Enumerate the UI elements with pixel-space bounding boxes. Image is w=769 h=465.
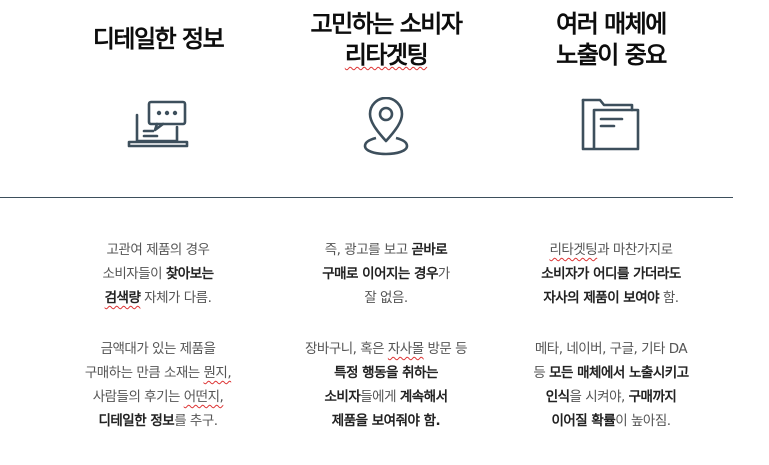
paragraph-line: 장바구니, 혹은 자사몰 방문 등: [266, 337, 506, 361]
emphasis-text: 모든 매체에서 노출시키고: [549, 365, 689, 381]
body-text: 금액대가 있는 제품을: [100, 341, 216, 357]
emphasis-text: 이어질 확률: [551, 413, 616, 429]
body-text: 사람들의 후기는: [92, 389, 184, 405]
feature-column-detail: 디테일한 정보: [38, 0, 278, 80]
paragraph-line: 특정 행동을 취하는: [266, 361, 506, 385]
paragraph-line: 메타, 네이버, 구글, 기타 DA: [491, 337, 731, 361]
body-text: 들에게: [360, 389, 400, 405]
emphasis-text: 소비자가 어디를 가더라도: [541, 266, 681, 282]
paragraph-line: 인식을 시켜야, 구매까지: [491, 385, 731, 409]
paragraph-line: 즉, 광고를 보고 곧바로: [266, 238, 506, 262]
paragraph-line: 리타겟팅과 마찬가지로: [491, 238, 731, 262]
title-line: 노출이 중요: [556, 41, 667, 69]
body-text: 를 추구.: [174, 413, 218, 429]
emphasis-text: 검색량: [104, 290, 141, 306]
body-text: 리타겟팅: [549, 242, 598, 258]
body-text: 이 높아짐.: [615, 413, 671, 429]
body-text: 함.: [659, 290, 679, 306]
body-text: 뭔지,: [203, 365, 232, 381]
paragraph-line: 소비자가 어디를 가더라도: [491, 262, 731, 286]
body-text: 을 시켜야,: [569, 389, 629, 405]
body-text: 고관여 제품의 경우: [106, 242, 210, 258]
feature-column-retargeting: 고민하는 소비자 리타겟팅: [266, 0, 506, 80]
emphasis-text: 특정 행동을 취하는: [334, 365, 438, 381]
emphasis-text: 제품을 보여줘야 함.: [331, 413, 441, 429]
column-title: 디테일한 정보: [38, 0, 278, 80]
body-text: 방문 등: [423, 341, 467, 357]
body-text: 어떤지,: [183, 389, 224, 405]
body-text: 소비자들이: [102, 266, 166, 282]
paragraph-line: 자사의 제품이 보여야 함.: [491, 286, 731, 310]
paragraph-line: 잘 없음.: [266, 286, 506, 310]
paragraph-line: 소비자들에게 계속해서: [266, 385, 506, 409]
body-text: 가: [437, 266, 450, 282]
title-line: 디테일한 정보: [92, 25, 225, 53]
body-text: 자사몰: [387, 341, 424, 357]
emphasis-text: 구매로 이어지는 경우: [322, 266, 438, 282]
folder-icon: [491, 97, 731, 159]
emphasis-text: 디테일한 정보: [98, 413, 175, 429]
paragraph-line: 소비자들이 찾아보는: [38, 262, 278, 286]
emphasis-text: 자사의 제품이 보여야: [543, 290, 660, 306]
emphasis-text: 소비자: [324, 389, 361, 405]
feature-column-media: 여러 매체에 노출이 중요: [491, 0, 731, 80]
paragraph-line: 사람들의 후기는 어떤지,: [38, 385, 278, 409]
column-title: 고민하는 소비자 리타겟팅: [266, 0, 506, 80]
emphasis-text: 구매까지: [628, 389, 677, 405]
paragraph-line: 구매로 이어지는 경우가: [266, 262, 506, 286]
body-text: 등: [533, 365, 550, 381]
laptop-chat-icon: [38, 97, 278, 159]
paragraph-line: 제품을 보여줘야 함.: [266, 409, 506, 433]
body-text: 잘 없음.: [364, 290, 408, 306]
emphasis-text: 곧바로: [411, 242, 448, 258]
emphasis-text: 계속해서: [399, 389, 448, 405]
body-text: 과 마찬가지로: [597, 242, 673, 258]
paragraph-line: 금액대가 있는 제품을: [38, 337, 278, 361]
body-text: 자체가 다름.: [140, 290, 212, 306]
column-title: 여러 매체에 노출이 중요: [491, 0, 731, 80]
body-text: 장바구니, 혹은: [304, 341, 388, 357]
paragraph-line: 디테일한 정보를 추구.: [38, 409, 278, 433]
emphasis-text: 인식: [545, 389, 570, 405]
location-pin-icon: [266, 97, 506, 159]
body-text: 즉, 광고를 보고: [324, 242, 412, 258]
paragraph-line: 검색량 자체가 다름.: [38, 286, 278, 310]
body-text: 구매하는 만큼 소재는: [84, 365, 204, 381]
paragraph-line: 이어질 확률이 높아짐.: [491, 409, 731, 433]
title-line: 여러 매체에: [556, 10, 667, 38]
title-line: 리타겟팅: [344, 41, 429, 69]
paragraph-line: 구매하는 만큼 소재는 뭔지,: [38, 361, 278, 385]
paragraph-line: 등 모든 매체에서 노출시키고: [491, 361, 731, 385]
body-text: 메타, 네이버, 구글, 기타 DA: [534, 341, 688, 357]
title-line: 고민하는 소비자: [310, 10, 463, 38]
emphasis-text: 찾아보는: [165, 266, 214, 282]
paragraph-line: 고관여 제품의 경우: [38, 238, 278, 262]
section-divider: [0, 197, 733, 198]
